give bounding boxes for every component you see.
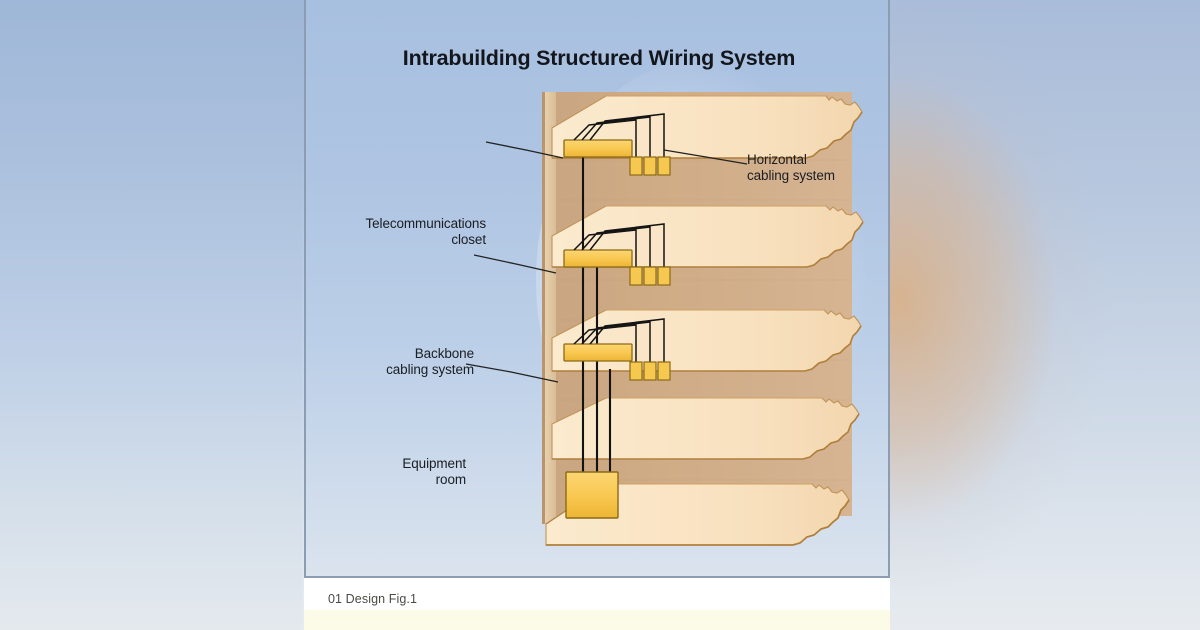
- label-horizontal-cabling: Horizontal cabling system: [747, 152, 887, 185]
- leader-equipment-room: [465, 363, 559, 383]
- outlets-floor-2: [629, 266, 671, 286]
- leader-horizontal-cabling: [663, 149, 748, 165]
- label-horizontal-cabling-line2: cabling system: [747, 168, 835, 184]
- label-equipment-room-line2: room: [435, 472, 466, 488]
- telecom-closet-floor-1: [563, 139, 633, 158]
- label-equipment-room-line1: Equipment: [402, 456, 466, 471]
- floor-slab-4: [551, 397, 860, 460]
- label-telecom-closet-line2: closet: [451, 232, 486, 248]
- caption-bar: 01 Design Fig.1: [304, 578, 890, 610]
- floor-slab-ground: [545, 483, 850, 546]
- background-bleed-right: [890, 0, 1200, 630]
- label-telecom-closet: Telecommunications closet: [336, 216, 486, 249]
- figure-title: Intrabuilding Structured Wiring System: [402, 46, 796, 70]
- floor-slab-3: [551, 309, 862, 372]
- leader-backbone-cabling: [473, 254, 557, 274]
- equipment-room-block: [565, 471, 619, 519]
- leader-telecom-closet: [485, 141, 564, 159]
- caption-accent-strip: [304, 610, 890, 630]
- label-horizontal-cabling-line1: Horizontal: [747, 152, 807, 167]
- label-telecom-closet-line1: Telecommunications: [365, 216, 486, 231]
- label-equipment-room: Equipment room: [336, 456, 466, 489]
- label-backbone-cabling: Backbone cabling system: [334, 346, 474, 379]
- label-backbone-cabling-line2: cabling system: [386, 362, 474, 378]
- leader-lines: [465, 141, 748, 383]
- floor-3-telecom: [563, 318, 671, 381]
- outlets-floor-1: [629, 156, 671, 176]
- figure-caption: 01 Design Fig.1: [328, 592, 418, 606]
- outlets-floor-3: [629, 361, 671, 381]
- background-bleed-left: [0, 0, 302, 630]
- label-backbone-cabling-line1: Backbone: [414, 346, 474, 361]
- backbone-riser-cables: [581, 156, 612, 476]
- figure-panel: Intrabuilding Structured Wiring System: [304, 0, 890, 578]
- building-diagram: [465, 92, 864, 546]
- floor-1-telecom: [563, 113, 671, 176]
- telecom-closet-floor-3: [563, 343, 633, 362]
- telecom-closet-floor-2: [563, 249, 633, 268]
- floor-2-telecom: [563, 223, 671, 286]
